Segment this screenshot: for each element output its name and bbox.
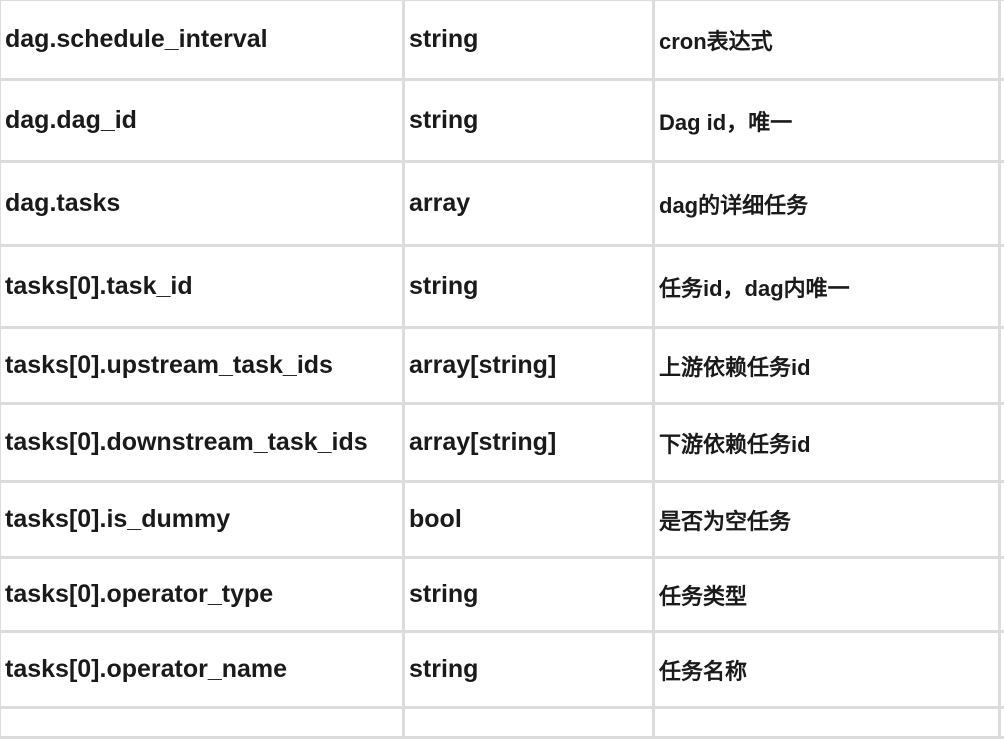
empty-cell bbox=[1000, 0, 1004, 80]
table-row: dag.tasks array dag的详细任务 bbox=[0, 162, 1004, 246]
field-name-cell: tasks[0].operator_type bbox=[0, 558, 404, 632]
field-desc-cell: Dag id，唯一 bbox=[654, 80, 1000, 162]
field-name-cell: dag.tasks bbox=[0, 162, 404, 246]
field-desc-cell: 上游依赖任务id bbox=[654, 328, 1000, 404]
field-name-cell: tasks[0].downstream_task_ids bbox=[0, 404, 404, 482]
field-type-cell: string bbox=[404, 0, 654, 80]
empty-cell bbox=[1000, 708, 1004, 738]
field-type-cell: string bbox=[404, 558, 654, 632]
field-name-cell: tasks[0].operator_name bbox=[0, 632, 404, 708]
empty-cell bbox=[404, 708, 654, 738]
field-type-cell: string bbox=[404, 80, 654, 162]
table-row: tasks[0].operator_name string 任务名称 bbox=[0, 632, 1004, 708]
field-desc-cell: 任务名称 bbox=[654, 632, 1000, 708]
field-name-cell: tasks[0].task_id bbox=[0, 246, 404, 328]
field-desc-cell: 任务类型 bbox=[654, 558, 1000, 632]
table-row bbox=[0, 708, 1004, 738]
empty-cell bbox=[1000, 404, 1004, 482]
empty-cell bbox=[1000, 632, 1004, 708]
empty-cell bbox=[1000, 482, 1004, 558]
empty-cell bbox=[0, 708, 404, 738]
field-name-cell: tasks[0].upstream_task_ids bbox=[0, 328, 404, 404]
field-desc-cell: dag的详细任务 bbox=[654, 162, 1000, 246]
field-type-cell: bool bbox=[404, 482, 654, 558]
empty-cell bbox=[1000, 80, 1004, 162]
empty-cell bbox=[1000, 558, 1004, 632]
table-row: dag.dag_id string Dag id，唯一 bbox=[0, 80, 1004, 162]
field-desc-cell: 任务id，dag内唯一 bbox=[654, 246, 1000, 328]
field-desc-cell: cron表达式 bbox=[654, 0, 1000, 80]
field-type-cell: array[string] bbox=[404, 404, 654, 482]
field-name-cell: tasks[0].is_dummy bbox=[0, 482, 404, 558]
table-row: tasks[0].task_id string 任务id，dag内唯一 bbox=[0, 246, 1004, 328]
table-row: dag.schedule_interval string cron表达式 bbox=[0, 0, 1004, 80]
field-desc-cell: 下游依赖任务id bbox=[654, 404, 1000, 482]
field-desc-cell: 是否为空任务 bbox=[654, 482, 1000, 558]
field-type-cell: array bbox=[404, 162, 654, 246]
table-row: tasks[0].operator_type string 任务类型 bbox=[0, 558, 1004, 632]
empty-cell bbox=[1000, 328, 1004, 404]
empty-cell bbox=[1000, 246, 1004, 328]
table-row: tasks[0].upstream_task_ids array[string]… bbox=[0, 328, 1004, 404]
empty-cell bbox=[1000, 162, 1004, 246]
table-row: tasks[0].downstream_task_ids array[strin… bbox=[0, 404, 1004, 482]
field-type-cell: string bbox=[404, 632, 654, 708]
field-type-cell: array[string] bbox=[404, 328, 654, 404]
table-row: tasks[0].is_dummy bool 是否为空任务 bbox=[0, 482, 1004, 558]
field-name-cell: dag.schedule_interval bbox=[0, 0, 404, 80]
empty-cell bbox=[654, 708, 1000, 738]
field-name-cell: dag.dag_id bbox=[0, 80, 404, 162]
field-type-cell: string bbox=[404, 246, 654, 328]
